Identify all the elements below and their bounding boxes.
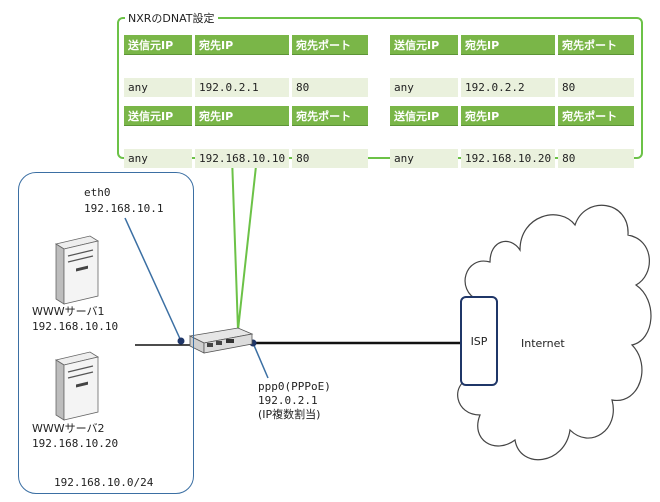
cell-src-ip: any (124, 78, 192, 97)
cell-dst-ip: 192.0.2.2 (461, 78, 555, 97)
ppp0-ip: 192.0.2.1 (258, 394, 318, 407)
cell-dst-ip: 192.168.10.10 (195, 149, 290, 168)
eth0-dot (177, 337, 185, 345)
lan-network-box (18, 172, 194, 494)
router-icon (188, 327, 254, 354)
header-dst-ip: 宛先IP (195, 106, 290, 126)
eth0-pointer-line (124, 217, 182, 342)
callout-pointer (231, 156, 258, 331)
header-src-ip: 送信元IP (124, 35, 192, 55)
server2-ip: 192.168.10.20 (32, 437, 119, 450)
rule2-before-table: 送信元IP 宛先IP 宛先ポート any 192.0.2.2 80 (387, 33, 637, 99)
eth0-ip: 192.168.10.1 (84, 202, 164, 215)
eth0-label: eth0 (84, 186, 111, 199)
ppp0-label: ppp0(PPPoE) (258, 380, 331, 393)
server1-name: WWWサーバ1 (32, 305, 105, 318)
header-dst-ip: 宛先IP (461, 106, 556, 126)
cell-src-ip: any (390, 78, 458, 97)
header-src-ip: 送信元IP (390, 35, 458, 55)
isp-label: ISP (470, 334, 488, 348)
server1-icon (54, 235, 100, 305)
server1-ip: 192.168.10.10 (32, 320, 119, 333)
server2-name: WWWサーバ2 (32, 422, 105, 435)
cell-dst-port: 80 (292, 78, 368, 97)
header-dst-port: 宛先ポート (292, 106, 369, 126)
rule1-before-table: 送信元IP 宛先IP 宛先ポート any 192.0.2.1 80 (121, 33, 371, 99)
cell-dst-ip: 192.168.10.20 (461, 149, 556, 168)
ppp0-pointer-line (252, 342, 269, 379)
cell-dst-port: 80 (558, 78, 634, 97)
header-dst-ip: 宛先IP (195, 35, 289, 55)
cell-dst-port: 80 (292, 149, 369, 168)
header-src-ip: 送信元IP (390, 106, 458, 126)
header-dst-port: 宛先ポート (558, 35, 634, 55)
header-dst-port: 宛先ポート (292, 35, 368, 55)
server2-icon (54, 351, 100, 421)
cell-dst-ip: 192.0.2.1 (195, 78, 289, 97)
internet-label: Internet (521, 337, 565, 350)
rule1-after-table: 送信元IP 宛先IP 宛先ポート any 192.168.10.10 80 (121, 104, 371, 170)
callout-title: NXRのDNAT設定 (125, 10, 218, 26)
isp-box: ISP (460, 296, 498, 386)
cell-dst-port: 80 (558, 149, 635, 168)
header-dst-port: 宛先ポート (558, 106, 635, 126)
lan-network-label: 192.168.10.0/24 (54, 476, 154, 489)
header-src-ip: 送信元IP (124, 106, 192, 126)
rule2-after-table: 送信元IP 宛先IP 宛先ポート any 192.168.10.20 80 (387, 104, 637, 170)
cell-src-ip: any (124, 149, 192, 168)
header-dst-ip: 宛先IP (461, 35, 555, 55)
cell-src-ip: any (390, 149, 458, 168)
ppp0-note: (IP複数割当) (258, 408, 321, 421)
